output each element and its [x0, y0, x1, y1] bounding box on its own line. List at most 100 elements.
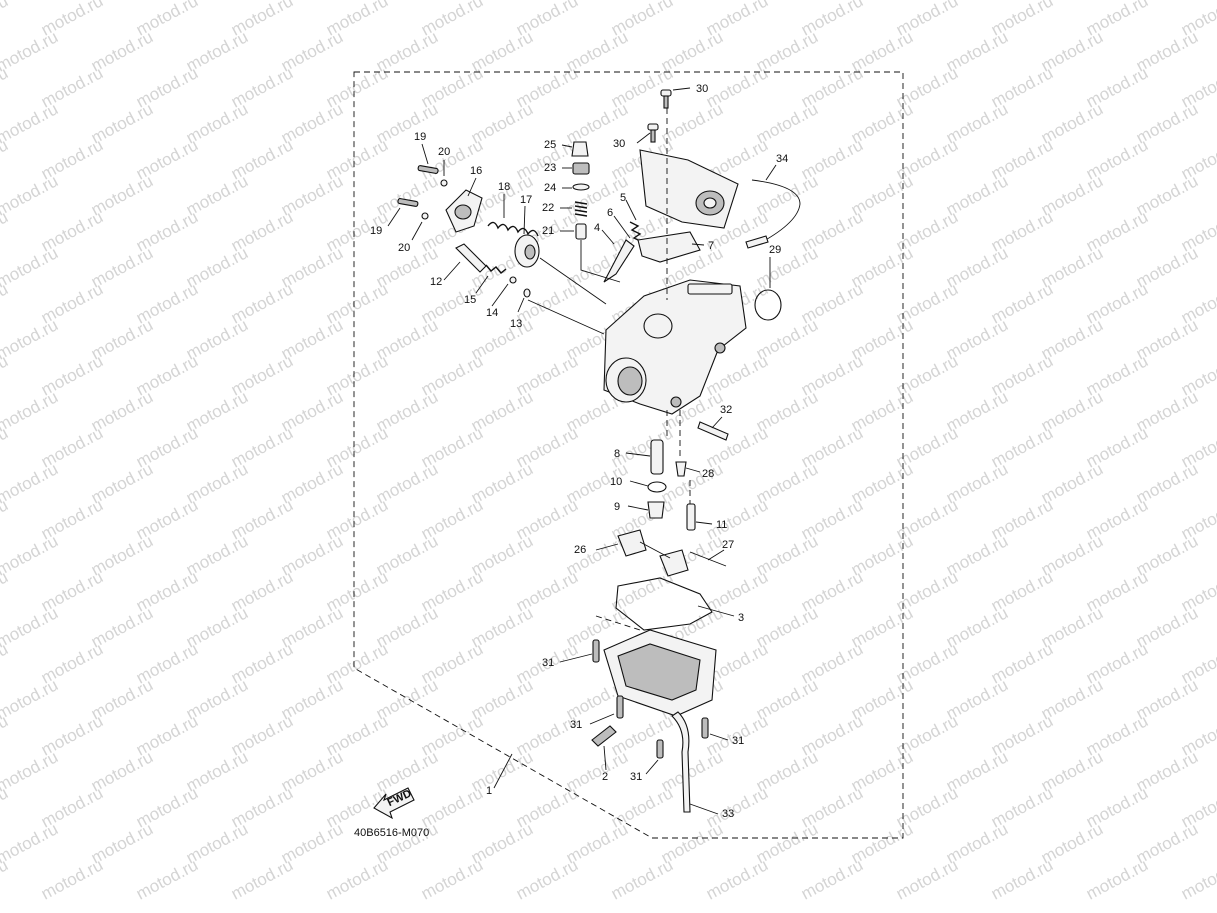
watermark-text: motod.ru	[893, 855, 961, 903]
part-screw-30-side	[647, 123, 659, 143]
watermark-text: motod.ru	[988, 855, 1056, 903]
watermark-text: motod.ru	[0, 0, 11, 40]
callout-13: 13	[510, 318, 522, 330]
watermark-text: motod.ru	[0, 675, 61, 723]
callout-31-a: 31	[542, 657, 554, 669]
callout-25: 25	[544, 139, 556, 151]
callout-11: 11	[716, 519, 727, 531]
part-screw-31-a	[592, 639, 600, 663]
watermark-text: motod.ru	[0, 243, 61, 291]
callout-31-d: 31	[630, 771, 642, 783]
callout-20-lower: 20	[398, 242, 410, 254]
callout-32: 32	[720, 404, 732, 416]
watermark-text: motod.ru	[0, 747, 61, 795]
callout-16: 16	[470, 165, 482, 177]
callout-17: 17	[520, 194, 532, 206]
callout-labels: 30 30 34 19 20 16 18 17 25 23 24 22 21 5…	[370, 83, 788, 820]
part-oring-29	[754, 289, 782, 321]
callout-29: 29	[769, 244, 781, 256]
callout-27: 27	[722, 539, 734, 551]
callout-31-c: 31	[732, 735, 744, 747]
callout-8: 8	[614, 448, 620, 460]
callout-22: 22	[542, 202, 554, 214]
part-plunger-21	[575, 223, 587, 240]
part-screw-31-b	[616, 695, 624, 719]
callout-21: 21	[542, 225, 554, 237]
part-spring-15	[485, 264, 507, 274]
watermark-text: motod.ru	[0, 531, 61, 579]
part-screw-19-upper	[417, 165, 439, 174]
callout-19-upper: 19	[414, 131, 426, 143]
part-diaphragm-17	[514, 234, 540, 268]
watermark-text: motod.ru	[0, 819, 61, 867]
callout-14: 14	[486, 307, 498, 319]
callout-1: 1	[486, 785, 492, 797]
watermark-text: motod.ru	[418, 855, 486, 903]
part-screw-31-d	[656, 739, 664, 759]
callout-18: 18	[498, 181, 510, 193]
part-drain-screw-2	[591, 725, 617, 747]
callout-31-b: 31	[570, 719, 582, 731]
assembly-boundary	[353, 71, 904, 839]
watermark-text: motod.ru	[323, 855, 391, 903]
part-screw-19-lower	[397, 198, 419, 207]
callout-26: 26	[574, 544, 586, 556]
callout-7: 7	[708, 240, 714, 252]
watermark-text: motod.ru	[1178, 855, 1217, 903]
callout-3: 3	[738, 612, 744, 624]
callout-2: 2	[602, 771, 608, 783]
callout-20-upper: 20	[438, 146, 450, 158]
part-pilot-jet-11	[686, 503, 696, 531]
watermark-text: motod.ru	[0, 603, 61, 651]
part-oring-10	[647, 481, 667, 493]
callout-33: 33	[722, 808, 734, 820]
watermark-text: motod.ru	[798, 855, 866, 903]
callout-9: 9	[614, 501, 620, 513]
part-main-jet-9	[647, 501, 665, 519]
part-pilot-screw-12	[455, 243, 487, 273]
callout-24: 24	[544, 182, 556, 194]
part-float-26	[617, 529, 689, 577]
watermark-text: motod.ru	[0, 99, 61, 147]
part-cable-34-end	[745, 235, 769, 249]
watermark-text: motod.ru	[0, 459, 61, 507]
watermark-text: motod.ru	[703, 855, 771, 903]
fwd-arrow-icon: FWD	[373, 787, 415, 820]
watermark-text: motod.ru	[0, 387, 61, 435]
watermark-text: motod.ru	[513, 855, 581, 903]
watermark-text: motod.ru	[0, 27, 61, 75]
part-jet-28	[675, 461, 687, 477]
callout-30-top: 30	[696, 83, 708, 95]
callout-4: 4	[594, 222, 600, 234]
part-screw-30-top	[660, 89, 672, 109]
part-spring-6	[629, 221, 643, 243]
drawing-code: 40B6516-M070	[354, 827, 429, 839]
part-rod-4	[603, 239, 635, 283]
part-carburetor-body	[603, 279, 747, 415]
part-shaft-32	[697, 421, 729, 441]
part-float-bowl	[603, 629, 717, 717]
callout-15: 15	[464, 294, 476, 306]
leader-lines	[387, 87, 777, 815]
watermark-text: motod.ru	[38, 855, 106, 903]
callout-28: 28	[702, 468, 714, 480]
watermark-text: motod.ru	[1083, 855, 1151, 903]
part-washer-20-lower	[421, 212, 429, 220]
watermark-text: motod.ru	[133, 855, 201, 903]
part-washer-14	[509, 276, 517, 284]
part-gasket-3	[615, 577, 713, 631]
part-oring-24	[572, 183, 590, 191]
watermark-text: motod.ru	[608, 855, 676, 903]
part-spring-22	[574, 201, 588, 217]
callout-34: 34	[776, 153, 788, 165]
part-gasket-7	[637, 231, 701, 263]
part-nut-23	[572, 162, 590, 175]
part-washer-20-upper	[440, 179, 448, 187]
callout-30-side: 30	[613, 138, 625, 150]
watermark-text: motod.ru	[0, 171, 61, 219]
watermark-text: motod.ru	[0, 315, 61, 363]
callout-10: 10	[610, 476, 622, 488]
callout-5: 5	[620, 192, 626, 204]
